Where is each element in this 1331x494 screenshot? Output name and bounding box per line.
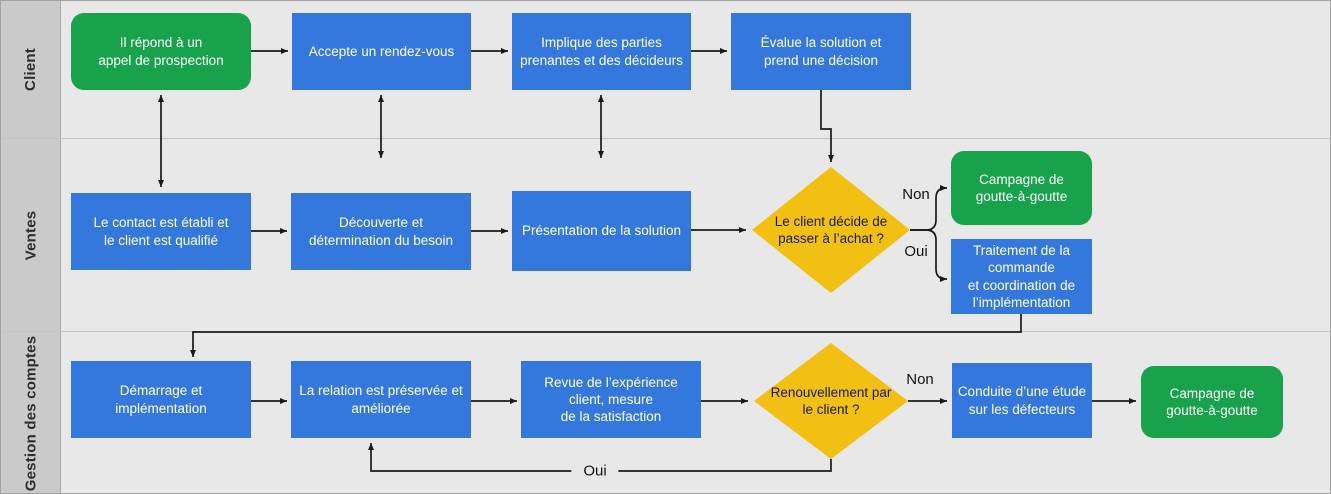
node-campagne-goutte-a-goutte-2: Campagne de goutte-à-goutte [1141,366,1283,438]
node-presentation-solution: Présentation de la solution [512,191,691,271]
node-repond-appel-prospection: Il répond à un appel de prospection [71,13,251,90]
lane-label-client: Client [22,48,39,91]
node-decouverte-besoin: Découverte et détermination du besoin [291,193,471,270]
node-label: Démarrage et implémentation [115,383,207,416]
node-demarrage-implementation: Démarrage et implémentation [71,361,251,438]
node-label: Conduite d’une étude sur les défecteurs [957,384,1087,417]
edge-label-achat-non: Non [902,186,930,203]
edge-label-renouvellement-oui: Oui [571,462,619,480]
node-label: Traitement de la commande et coordinatio… [967,242,1076,310]
lane-label-ventes: Ventes [22,210,39,260]
lane-header-ventes: Ventes [1,139,61,331]
node-label: Campagne de goutte-à-goutte [975,171,1068,204]
node-accepte-rendez-vous: Accepte un rendez-vous [292,13,471,90]
node-label: La relation est préservée et améliorée [299,383,463,416]
node-relation-preservee: La relation est préservée et améliorée [291,361,471,438]
node-conduite-etude-defecteurs: Conduite d’une étude sur les défecteurs [952,363,1092,438]
lane-ventes: Ventes [1,138,1330,331]
lane-header-gestion-comptes: Gestion des comptes [1,332,61,493]
node-label: Découverte et détermination du besoin [308,215,454,248]
lane-header-client: Client [1,1,61,138]
node-contact-etabli: Le contact est établi et le client est q… [71,193,251,270]
node-label: Évalue la solution et prend une décision [760,35,882,68]
node-label: Revue de l’expérience client, mesure de … [544,374,678,425]
lane-label-gestion-comptes: Gestion des comptes [22,335,40,492]
edge-label-achat-oui: Oui [904,243,928,260]
node-evalue-solution: Évalue la solution et prend une décision [731,13,911,90]
lane-client: Client [1,1,1330,138]
node-traitement-commande: Traitement de la commande et coordinatio… [951,239,1092,314]
node-label: Le contact est établi et le client est q… [93,215,229,248]
edge-label-renouvellement-non: Non [906,371,934,388]
node-campagne-goutte-a-goutte-1: Campagne de goutte-à-goutte [951,151,1092,225]
node-label: Il répond à un appel de prospection [98,35,224,68]
node-implique-parties-prenantes: Implique des parties prenantes et des dé… [512,13,691,90]
node-label: Présentation de la solution [521,223,682,239]
node-label: Accepte un rendez-vous [308,43,455,59]
node-label: Le client décide de passer à l’achat ? [774,213,888,246]
node-revue-experience-client: Revue de l’expérience client, mesure de … [521,361,701,438]
node-label: Renouvellement par le client ? [770,384,892,417]
node-label: Campagne de goutte-à-goutte [1166,385,1258,418]
node-label: Implique des parties prenantes et des dé… [520,35,683,68]
